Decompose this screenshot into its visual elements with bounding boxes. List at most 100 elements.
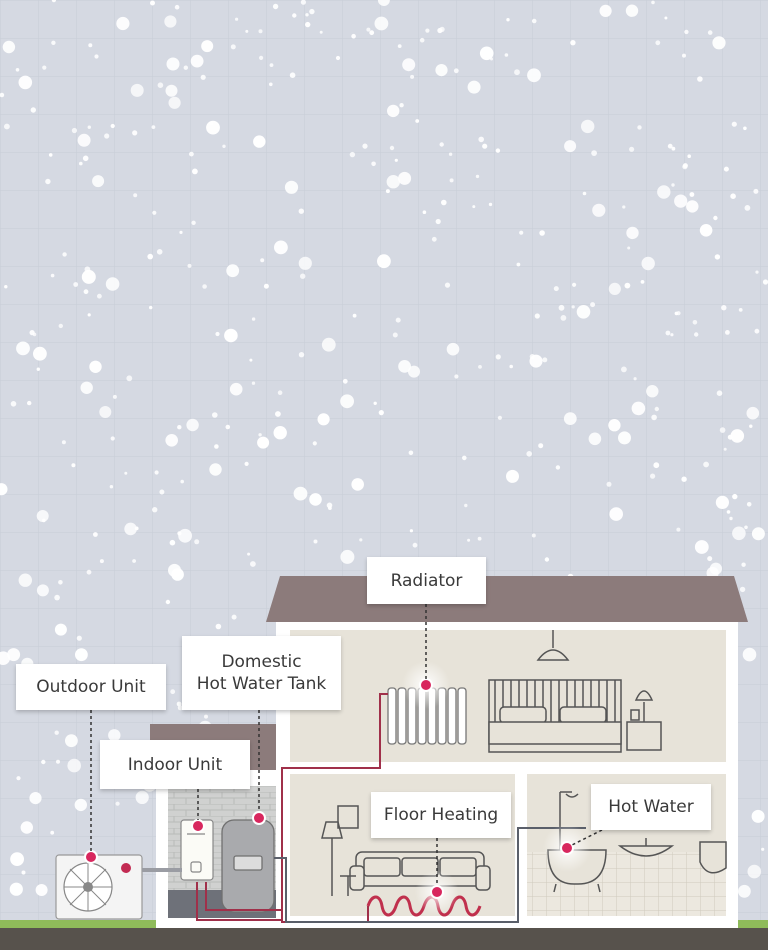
snowflake — [58, 323, 63, 329]
snowflake — [446, 342, 460, 356]
snowflake — [504, 53, 509, 57]
snowflake — [653, 462, 660, 469]
snowflake — [87, 125, 92, 129]
indoor-unit-marker[interactable] — [191, 819, 205, 833]
snowflake — [747, 864, 762, 879]
hot-water-tank-marker[interactable] — [252, 811, 266, 825]
snowflake — [18, 75, 33, 90]
snowflake — [371, 161, 376, 167]
snowflake — [687, 154, 691, 158]
snowflake — [191, 220, 196, 225]
snowflake — [317, 413, 330, 426]
snowflake — [192, 168, 198, 175]
snowflake — [298, 352, 305, 358]
snowflake — [657, 185, 671, 199]
snowflake — [742, 647, 757, 662]
snowflake — [277, 390, 283, 396]
snowflake — [726, 510, 731, 514]
snowflake — [32, 332, 37, 337]
floor-heating-marker[interactable] — [430, 885, 444, 899]
snowflake — [16, 341, 30, 356]
snowflake — [646, 385, 659, 398]
snowflake — [495, 354, 501, 360]
snowflake — [472, 205, 476, 209]
radiator-marker[interactable] — [419, 678, 433, 692]
indoor-unit-label[interactable]: Indoor Unit — [100, 740, 250, 789]
snowflake — [366, 27, 371, 32]
snowflake — [732, 526, 746, 541]
snowflake — [618, 431, 631, 445]
snowflake — [312, 441, 317, 446]
snowflake — [534, 313, 540, 319]
snowflake — [249, 358, 253, 362]
snowflake — [30, 107, 36, 113]
outdoor-unit-label[interactable]: Outdoor Unit — [16, 664, 166, 710]
snowflake — [130, 83, 144, 97]
snowflake — [625, 4, 639, 17]
hot-water-label[interactable]: Hot Water — [591, 784, 711, 830]
snowflake — [84, 266, 91, 273]
snowflake — [694, 540, 709, 554]
outdoor-unit-label-text: Outdoor Unit — [36, 677, 146, 697]
radiator-label[interactable]: Radiator — [367, 557, 486, 604]
snowflake — [761, 847, 765, 851]
snowflake — [713, 215, 718, 221]
snowflake — [410, 74, 415, 79]
snowflake — [495, 148, 501, 153]
hot-water-marker[interactable] — [560, 841, 574, 855]
snowflake — [169, 539, 176, 546]
snowflake — [570, 40, 576, 46]
snowflake — [150, 0, 155, 6]
snowflake — [67, 758, 81, 773]
snowflake — [300, 0, 306, 5]
snowflake — [399, 103, 404, 108]
snowflake — [231, 614, 237, 620]
snowflake — [667, 143, 673, 149]
snowflake — [20, 821, 33, 834]
snowflake — [48, 153, 53, 157]
snowflake — [715, 495, 730, 509]
bed-icon — [488, 679, 622, 753]
indoor-unit-label-text: Indoor Unit — [127, 754, 223, 775]
snowflake — [674, 311, 679, 316]
snowflake — [61, 440, 66, 445]
snowflake — [664, 16, 668, 20]
hot-water-tank-label[interactable]: Domestic Hot Water Tank — [182, 636, 341, 710]
outdoor-unit-marker[interactable] — [84, 850, 98, 864]
snowflake — [606, 481, 612, 487]
snowflake — [260, 258, 265, 263]
snowflake — [258, 433, 262, 437]
snowflake — [65, 734, 78, 748]
snowflake — [292, 13, 297, 18]
snowflake — [202, 284, 207, 289]
snowflake — [665, 330, 671, 336]
snowflake — [386, 175, 400, 189]
snowflake — [723, 166, 729, 172]
snowflake — [275, 411, 281, 417]
snowflake — [110, 436, 115, 441]
snowflake — [464, 503, 468, 508]
snowflake — [94, 54, 99, 59]
snowflake — [251, 317, 256, 321]
snowflake — [576, 305, 591, 319]
snowflake — [10, 852, 24, 866]
snowflake — [247, 552, 251, 556]
snowflake — [81, 269, 96, 284]
snowflake — [289, 72, 296, 78]
snowflake — [608, 282, 621, 295]
snowflake — [36, 510, 49, 522]
snowflake — [694, 332, 699, 337]
snowflake — [538, 443, 544, 449]
snowflake — [640, 280, 645, 284]
snowflake — [174, 4, 180, 10]
snowflake — [147, 253, 153, 260]
snowflake — [699, 224, 713, 237]
snowflake — [235, 17, 239, 21]
snowflake — [177, 425, 182, 430]
snowflake — [497, 415, 502, 420]
floor-heating-label[interactable]: Floor Heating — [371, 792, 511, 838]
snowflake — [369, 30, 375, 36]
snowflake — [165, 599, 171, 605]
snowflake — [727, 434, 733, 440]
